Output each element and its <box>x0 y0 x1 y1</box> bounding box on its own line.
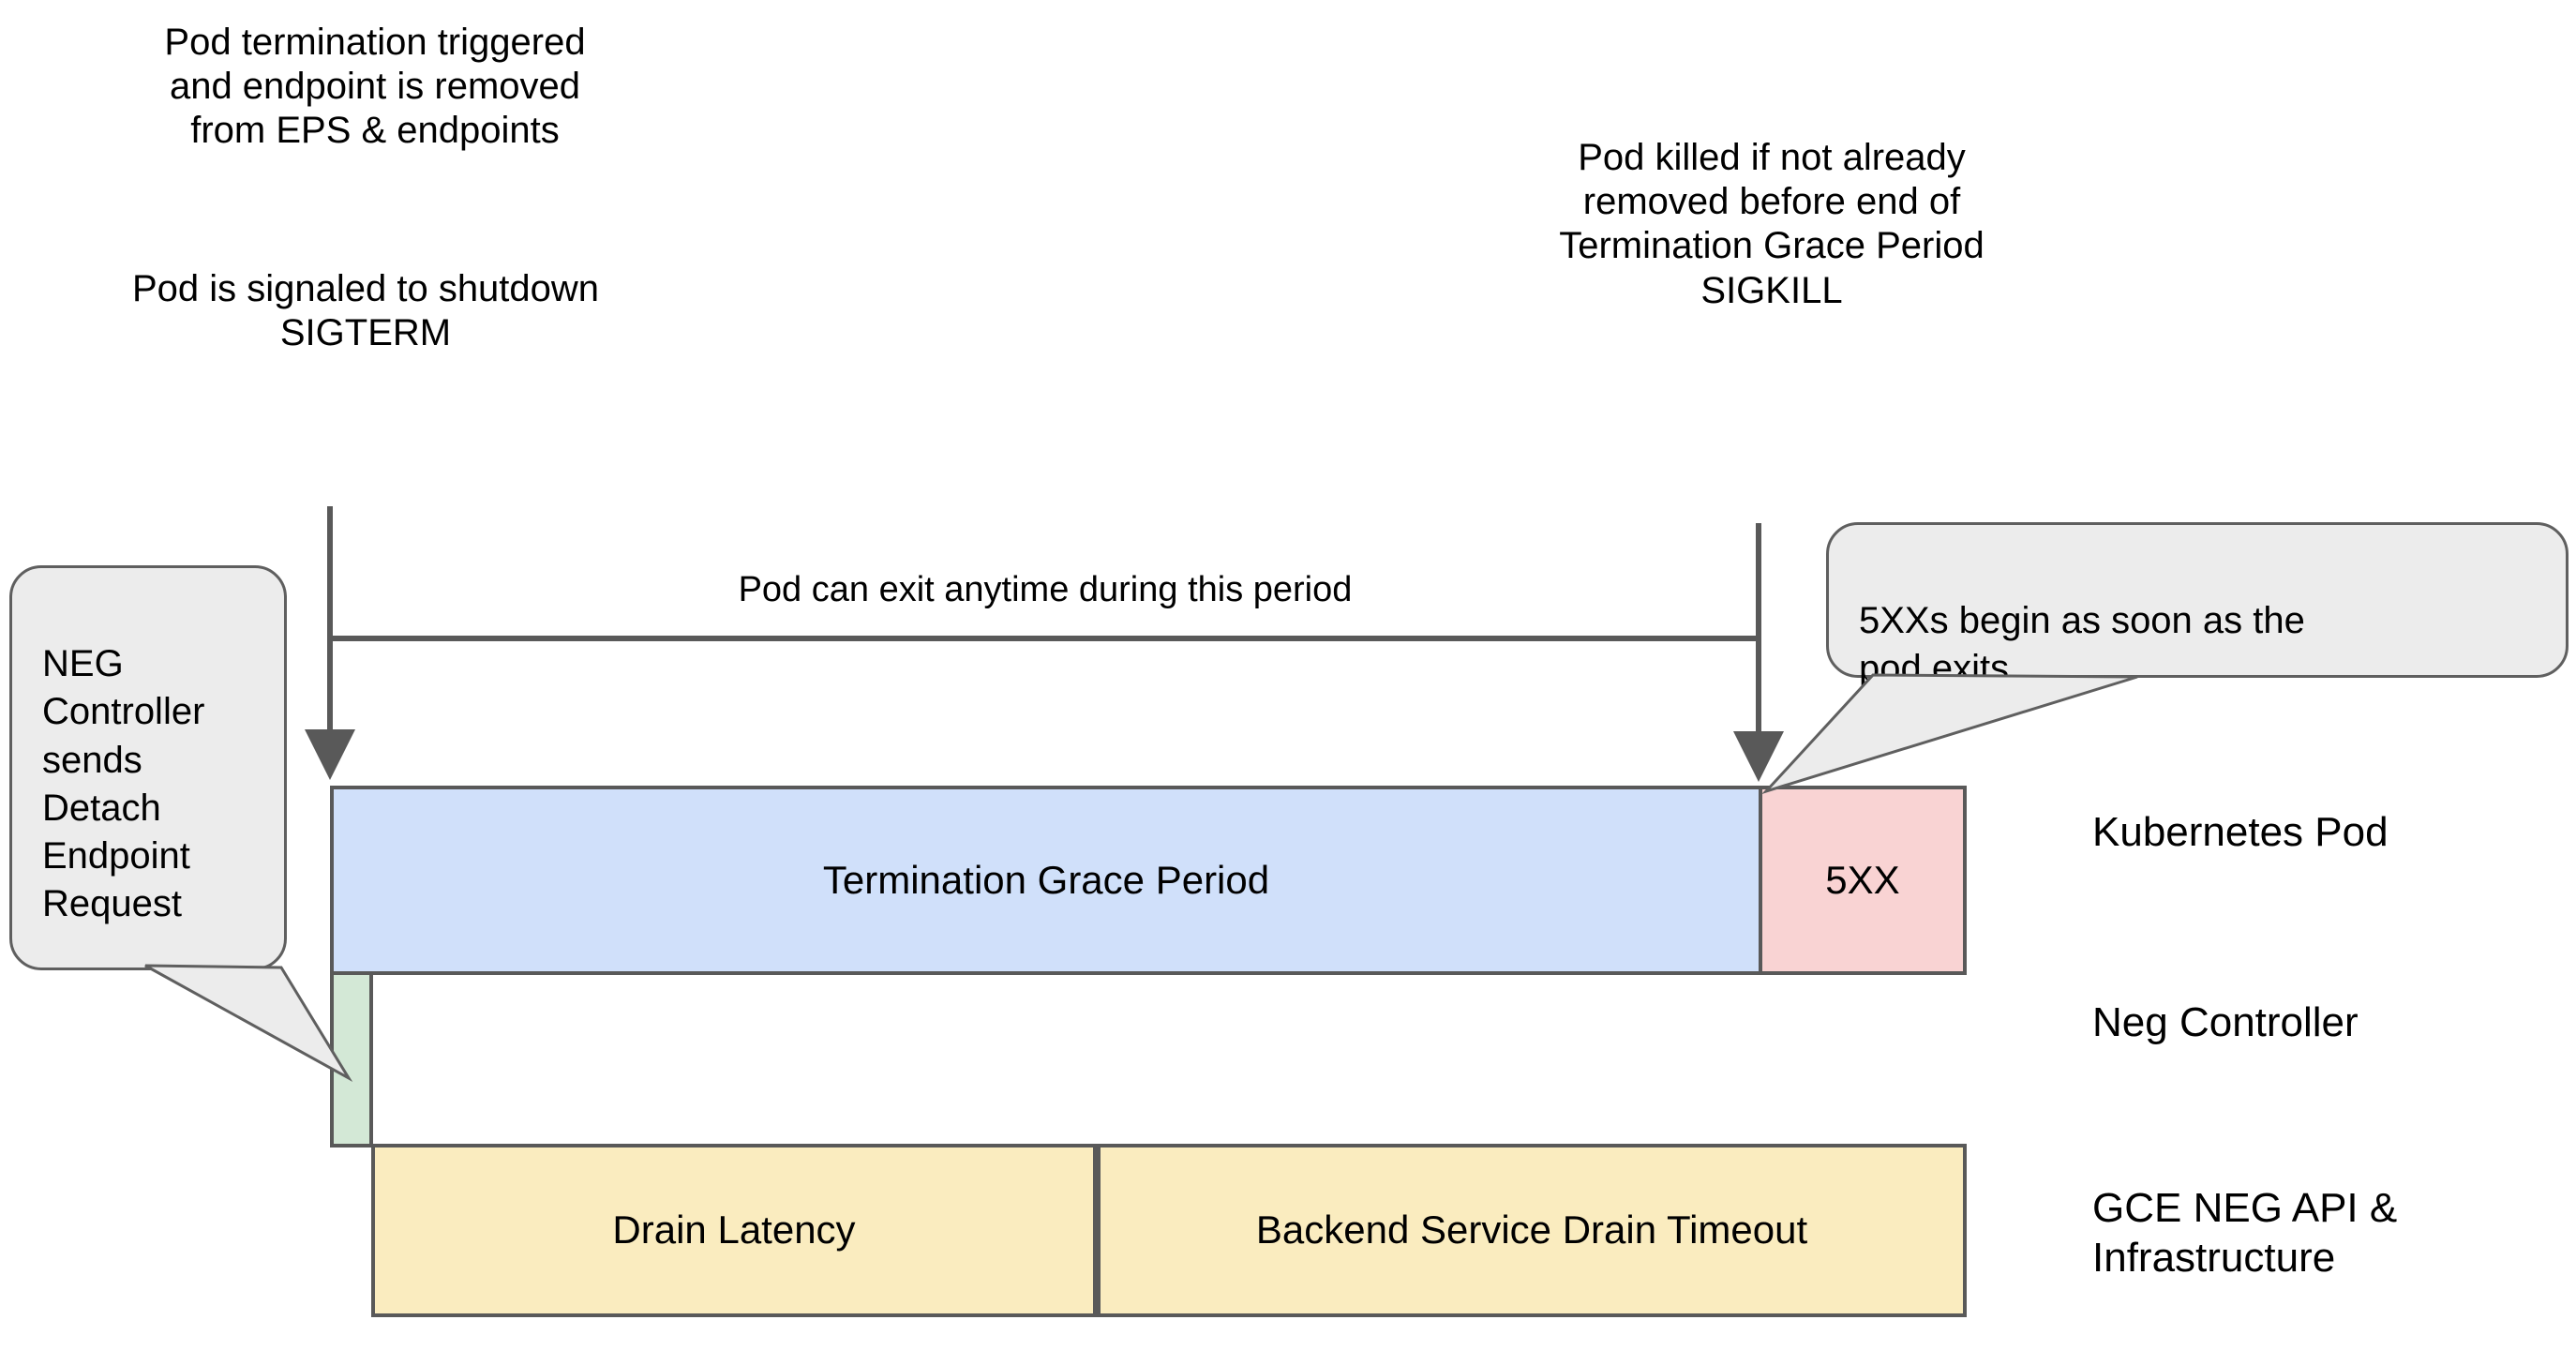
five-xx-label: 5XX <box>1825 857 1900 902</box>
row-label-neg-controller: Neg Controller <box>2092 999 2359 1045</box>
row-label-kubernetes-pod: Kubernetes Pod <box>2092 809 2389 855</box>
drain-latency-bar[interactable]: Drain Latency <box>371 1144 1097 1317</box>
termination-grace-period-bar[interactable]: Termination Grace Period <box>330 786 1762 975</box>
termination-grace-period-label: Termination Grace Period <box>822 857 1270 902</box>
pod-killed-sigkill-note: Pod killed if not already removed before… <box>1559 137 1984 311</box>
backend-service-drain-timeout-label: Backend Service Drain Timeout <box>1255 1208 1808 1252</box>
five-xx-callout[interactable]: 5XXs begin as soon as the pod exits <box>1826 522 2569 689</box>
neg-controller-callout[interactable]: NEG Controller sends Detach Endpoint Req… <box>9 565 287 970</box>
row-label-gce-neg-api: GCE NEG API & Infrastructure <box>2092 1185 2398 1281</box>
neg-controller-callout-tail <box>144 964 353 1083</box>
pod-termination-trigger-note: Pod termination triggered and endpoint i… <box>164 22 586 152</box>
pod-sigterm-note: Pod is signaled to shutdown SIGTERM <box>131 268 600 354</box>
backend-service-drain-timeout-bar[interactable]: Backend Service Drain Timeout <box>1097 1144 1967 1317</box>
period-caption: Pod can exit anytime during this period <box>738 570 1353 609</box>
five-xx-callout-text: 5XXs begin as soon as the pod exits <box>1859 600 2305 690</box>
neg-detach-bar[interactable] <box>330 971 373 1148</box>
neg-controller-callout-text: NEG Controller sends Detach Endpoint Req… <box>42 643 205 925</box>
five-xx-bar[interactable]: 5XX <box>1759 786 1967 975</box>
drain-latency-label: Drain Latency <box>612 1208 856 1252</box>
